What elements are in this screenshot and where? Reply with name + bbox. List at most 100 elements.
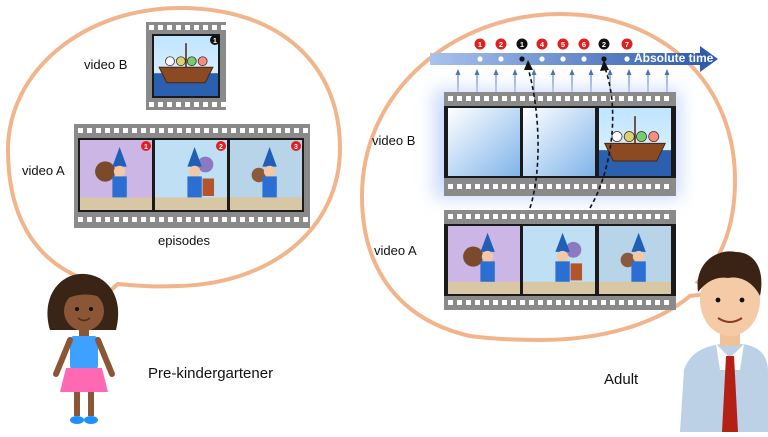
cat [565,241,582,258]
sprocket-hole [105,128,110,133]
sprocket-hole [212,102,217,107]
pre-kindergartener-label: Pre-kindergartener [148,365,274,382]
sprocket-hole [141,128,146,133]
sprocket-hole [213,128,218,133]
sprocket-hole [628,300,633,305]
sprocket-hole [574,184,579,189]
sprocket-hole [592,96,597,101]
sprocket-hole [601,184,606,189]
sprocket-hole [96,217,101,222]
sprocket-hole [484,96,489,101]
character-head [186,56,197,67]
timeline-marker [578,38,590,50]
sprocket-hole [619,214,624,219]
timeline-marker [536,38,548,50]
sprocket-hole [96,128,101,133]
sprocket-hole [637,184,642,189]
character-head [165,56,175,67]
sprocket-hole [212,25,217,30]
sprocket-hole [547,184,552,189]
right-video-b-boat-frame [599,108,671,176]
sprocket-hole [185,25,190,30]
sprocket-hole [141,217,146,222]
sprocket-hole [176,25,181,30]
sprocket-hole [285,128,290,133]
sprocket-hole [186,217,191,222]
sprocket-hole [511,214,516,219]
sprocket-hole [574,214,579,219]
timeline-marker [557,38,569,50]
wizard-robe [187,176,202,198]
sprocket-hole [457,184,462,189]
ground [448,281,520,294]
wizard-face [632,250,645,263]
sprocket-hole [637,300,642,305]
wizard-face [188,165,201,178]
cat [197,156,214,173]
ground [599,281,671,294]
sprocket-hole [664,184,669,189]
sprocket-hole [583,184,588,189]
sprocket-hole [114,217,119,222]
sprocket-hole [168,217,173,222]
wizard-face [556,250,569,263]
timeline-dot [624,56,630,62]
character-head [648,131,660,143]
timeline-marker-number: 4 [540,40,545,49]
sprocket-hole [448,300,453,305]
sprocket-hole [176,102,181,107]
sprocket-hole [565,214,570,219]
timeline-marker [516,38,528,50]
wizard-robe [480,261,495,282]
sprocket-hole [493,300,498,305]
ground [80,197,152,210]
sprocket-hole [583,96,588,101]
sprocket-hole [520,300,525,305]
sprocket-hole [466,214,471,219]
sprocket-hole [538,184,543,189]
sprocket-hole [294,128,299,133]
sprocket-hole [511,184,516,189]
sprocket-hole [231,128,236,133]
timeline-marker-number: 7 [625,40,629,49]
frame-number: 1 [144,144,148,151]
sprocket-hole [294,217,299,222]
wizard-hat [631,232,646,252]
sprocket-hole [529,96,534,101]
up-arrow-head [626,69,632,75]
sprocket-hole [213,217,218,222]
timeline-dot [477,56,483,62]
sprocket-hole [547,96,552,101]
adult-figure [680,251,768,432]
sprocket-hole [655,214,660,219]
sprocket-hole [457,300,462,305]
sprocket-hole [484,300,489,305]
sprocket-hole [637,214,642,219]
timeline-marker-number: 1 [520,40,524,49]
up-arrow-head [531,69,537,75]
sprocket-hole [628,184,633,189]
ground [230,197,302,210]
frame-number-badge [216,141,226,151]
character-head [623,131,635,143]
frame-number: 2 [219,144,223,151]
sprocket-hole [538,96,543,101]
sprocket-hole [655,184,660,189]
timeline-marker [474,38,486,50]
sprocket-hole [158,25,163,30]
up-arrow-head [550,69,556,75]
sprocket-hole [520,96,525,101]
sprocket-hole [204,128,209,133]
sprocket-hole [258,217,263,222]
sprocket-hole [195,217,200,222]
sprocket-hole [185,102,190,107]
right-video-a-frames [448,226,671,294]
sprocket-hole [448,96,453,101]
sprocket-hole [529,300,534,305]
sprocket-hole [529,184,534,189]
sprocket-hole [547,300,552,305]
sprocket-hole [565,184,570,189]
up-arrow-head [607,69,613,75]
